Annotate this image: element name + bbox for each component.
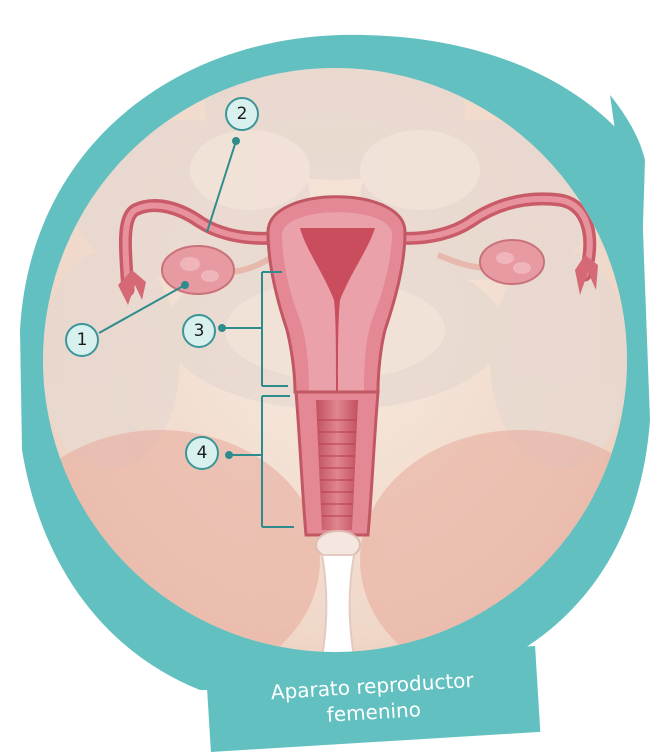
callout-2-label: 2 <box>237 104 248 124</box>
callout-1: 1 <box>65 323 99 357</box>
callout-4: 4 <box>185 436 219 470</box>
callout-1-label: 1 <box>77 330 88 350</box>
callout-3: 3 <box>182 314 216 348</box>
callout-4-label: 4 <box>197 443 208 463</box>
vagina <box>296 392 378 535</box>
callout-3-label: 3 <box>194 321 205 341</box>
caption-line-2: femenino <box>326 696 422 728</box>
callout-2: 2 <box>225 97 259 131</box>
